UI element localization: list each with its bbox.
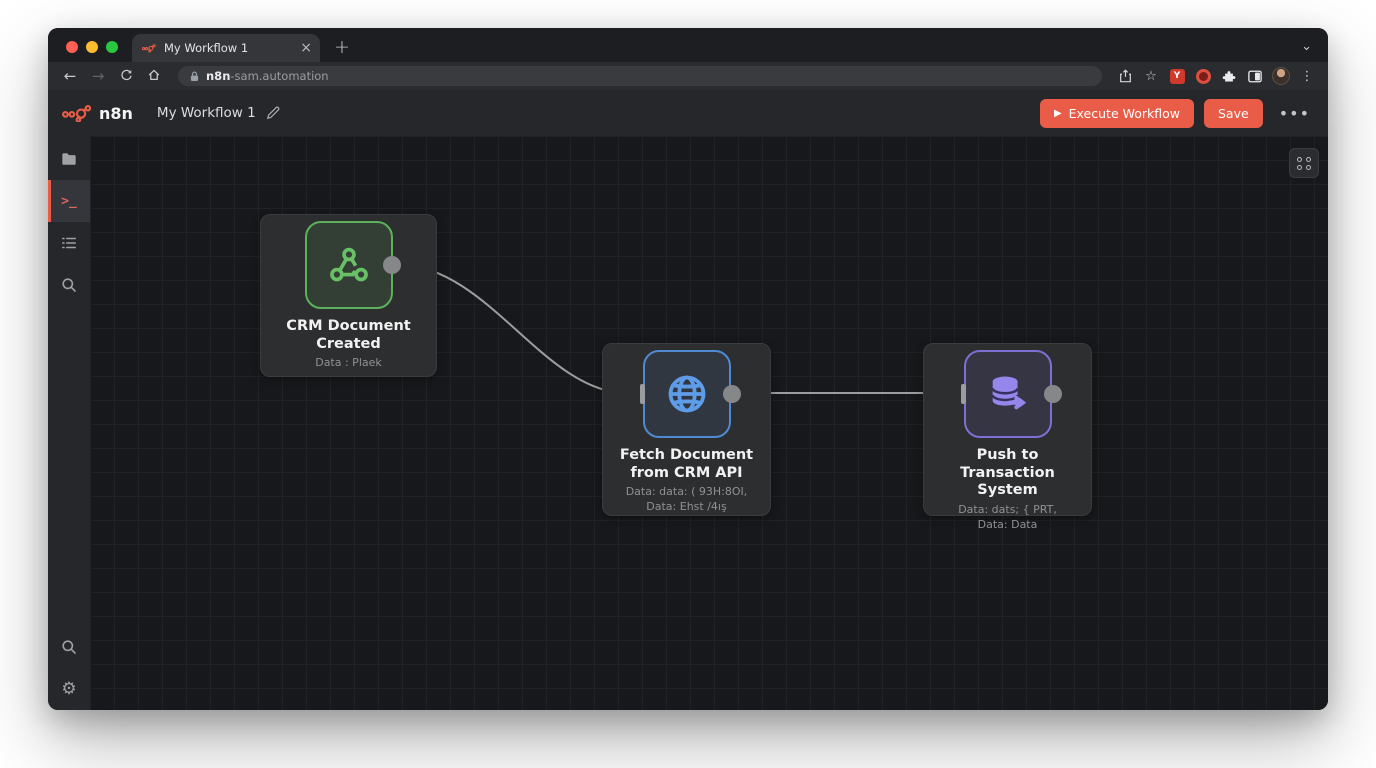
tab-close-icon[interactable]: × xyxy=(300,40,312,56)
avatar xyxy=(1272,67,1290,85)
left-sidebar: >_ xyxy=(48,136,90,710)
input-port[interactable] xyxy=(961,384,966,404)
database-arrow-icon xyxy=(990,376,1026,410)
workflow-title[interactable]: My Workflow 1 xyxy=(156,105,256,121)
node-subtitle-line1: Data: dats; { PRT, xyxy=(958,503,1057,517)
gear-icon: ⚙ xyxy=(61,679,77,699)
forward-button[interactable]: → xyxy=(91,66,105,85)
search-icon xyxy=(62,278,76,292)
node-title: Fetch Document from CRM API xyxy=(619,447,754,481)
bookmark-star-icon[interactable]: ☆ xyxy=(1145,68,1157,84)
sidebar-item-workflows[interactable]: >_ xyxy=(48,180,90,222)
sidebar-spacer xyxy=(48,306,90,626)
share-icon[interactable] xyxy=(1114,69,1136,83)
zoom-window-button[interactable] xyxy=(106,41,118,53)
search-icon xyxy=(62,640,76,654)
extension-icon-y[interactable]: Y xyxy=(1166,68,1188,84)
save-button[interactable]: Save xyxy=(1204,98,1263,128)
node-subtitle-line2: Data: Ehst /4ış xyxy=(646,500,727,514)
sidebar-item-projects[interactable] xyxy=(48,138,90,180)
sidebar-item-search-bottom[interactable] xyxy=(48,626,90,668)
node-push-to-transaction-system[interactable]: Push to Transaction System Data: dats; {… xyxy=(923,343,1092,531)
extensions-puzzle-icon[interactable] xyxy=(1218,69,1240,83)
browser-toolbar: ← → n8n -sam.automation ☆ Y ⋮ xyxy=(48,62,1328,90)
terminal-icon: >_ xyxy=(61,193,77,209)
play-icon: ▶ xyxy=(1053,107,1062,119)
url-host-rest: -sam.automation xyxy=(230,69,329,83)
tidy-up-icon xyxy=(1296,156,1312,170)
url-host: n8n xyxy=(206,69,231,83)
lock-icon xyxy=(190,71,199,81)
app-body: >_ xyxy=(48,136,1328,710)
list-icon xyxy=(62,237,76,249)
extension-y-badge: Y xyxy=(1169,68,1185,84)
workflow-canvas[interactable]: CRM Document Created Data : Plaek xyxy=(90,136,1328,710)
database-icon-tile xyxy=(963,350,1052,438)
node-subtitle: Data: dats; { PRT, Data: Data xyxy=(924,503,1091,533)
sidebar-item-executions[interactable] xyxy=(48,222,90,264)
n8n-logo xyxy=(62,104,92,122)
sidebar-item-search[interactable] xyxy=(48,264,90,306)
traffic-lights xyxy=(48,41,132,62)
node-title: Push to Transaction System xyxy=(960,447,1055,499)
node-subtitle: Data: data: ( 93H:8OI, Data: Ehst /4ış xyxy=(603,485,770,515)
n8n-favicon xyxy=(142,44,156,53)
close-window-button[interactable] xyxy=(66,41,78,53)
input-port[interactable] xyxy=(640,384,645,404)
node-title: CRM Document Created xyxy=(286,318,411,352)
sidebar-item-settings[interactable]: ⚙ xyxy=(48,668,90,710)
node-subtitle-line2: Data: Data xyxy=(977,517,1038,531)
globe-icon xyxy=(668,375,705,413)
edit-pencil-icon[interactable] xyxy=(266,106,280,120)
webhook-icon xyxy=(329,247,368,282)
side-panel-icon[interactable] xyxy=(1244,70,1266,83)
workflow-menu-icon[interactable]: ••• xyxy=(1278,103,1310,123)
browser-window: My Workflow 1 × + ⌄ ← → n8n -sam.automat… xyxy=(48,28,1328,710)
brand-name: n8n xyxy=(99,103,133,123)
folder-icon xyxy=(62,153,76,165)
tab-strip: My Workflow 1 × + ⌄ xyxy=(48,28,1328,62)
globe-icon-tile xyxy=(642,350,731,438)
tab-title: My Workflow 1 xyxy=(164,41,249,55)
output-port[interactable] xyxy=(723,385,741,403)
minimize-window-button[interactable] xyxy=(86,41,98,53)
refresh-button[interactable] xyxy=(114,68,138,84)
browser-tab[interactable]: My Workflow 1 × xyxy=(132,34,320,62)
node-subtitle-line1: Data: data: ( 93H:8OI, xyxy=(625,485,748,499)
new-tab-button[interactable]: + xyxy=(334,36,350,58)
browser-menu-icon[interactable]: ⋮ xyxy=(1300,68,1314,84)
output-port[interactable] xyxy=(1044,385,1062,403)
output-port[interactable] xyxy=(383,256,401,274)
app-header: n8n My Workflow 1 ▶ Execute Workflow Sav… xyxy=(48,90,1328,136)
extension-round-badge xyxy=(1195,68,1211,84)
back-button[interactable]: ← xyxy=(63,66,77,85)
node-subtitle: Data : Plaek xyxy=(315,356,382,370)
execute-workflow-label: Execute Workflow xyxy=(1068,105,1180,121)
home-button[interactable] xyxy=(142,68,166,85)
url-bar[interactable]: n8n -sam.automation xyxy=(178,66,1102,86)
execute-workflow-button[interactable]: ▶ Execute Workflow xyxy=(1039,98,1194,128)
save-label: Save xyxy=(1218,105,1249,121)
n8n-brand: n8n xyxy=(62,104,133,123)
node-fetch-document-from-crm-api[interactable]: Fetch Document from CRM API Data: data: … xyxy=(602,343,771,516)
extension-icon-round[interactable] xyxy=(1192,68,1214,84)
tab-search-chevron-icon[interactable]: ⌄ xyxy=(1301,39,1312,54)
tidy-up-button[interactable] xyxy=(1289,148,1319,178)
webhook-icon-tile xyxy=(304,221,393,309)
node-crm-document-created[interactable]: CRM Document Created Data : Plaek xyxy=(260,214,437,377)
profile-avatar[interactable] xyxy=(1270,67,1292,85)
